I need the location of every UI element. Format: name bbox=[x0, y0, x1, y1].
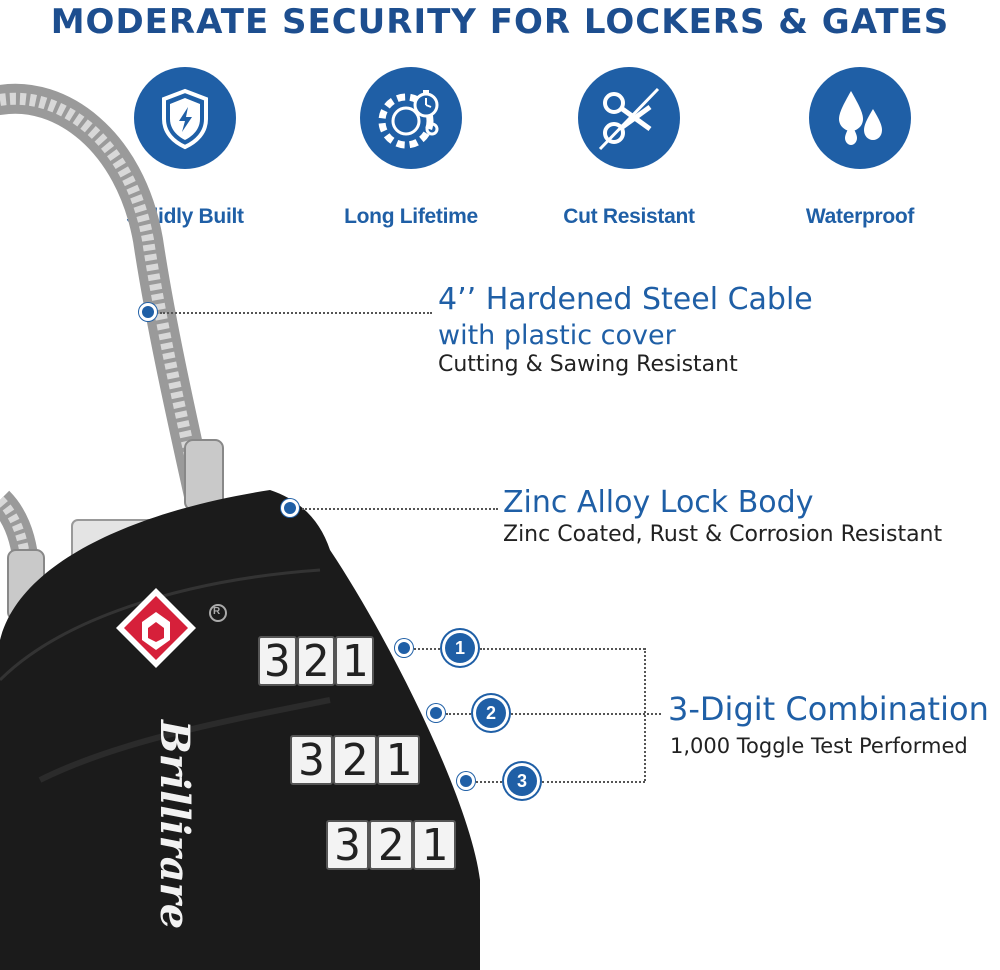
wheel-row-3[interactable]: 3 2 1 bbox=[326, 820, 456, 870]
brand-logo: Brillirare bbox=[151, 720, 198, 930]
wheel-digit: 1 bbox=[412, 820, 456, 870]
wheel-1-pointer bbox=[398, 642, 410, 654]
wheel-3-pointer bbox=[460, 775, 472, 787]
wheel-3-leader bbox=[476, 781, 506, 783]
water-drops-icon bbox=[809, 67, 911, 169]
body-detail: Zinc Coated, Rust & Corrosion Resistant bbox=[503, 522, 943, 547]
body-title: Zinc Alloy Lock Body bbox=[503, 485, 814, 520]
wheel-row-2[interactable]: 3 2 1 bbox=[290, 735, 420, 785]
wheel-row-1[interactable]: 3 2 1 bbox=[258, 636, 375, 686]
wheel-digit: 3 bbox=[290, 735, 334, 785]
tsa-logo bbox=[116, 588, 196, 668]
body-leader-line bbox=[302, 508, 498, 510]
feature-waterproof: Waterproof bbox=[760, 67, 960, 229]
feature-label: Long Lifetime bbox=[344, 205, 478, 228]
wheel-1-marker: 1 bbox=[445, 633, 475, 663]
cable-leader-line bbox=[160, 312, 432, 314]
feature-long-lifetime: Long Lifetime bbox=[311, 67, 511, 229]
shield-lightning-icon bbox=[134, 67, 236, 169]
cable-title: 4’’ Hardened Steel Cable bbox=[438, 282, 813, 317]
wheel-row-1-lower bbox=[260, 682, 404, 734]
wheel-2-pointer bbox=[430, 707, 442, 719]
cable-subtitle: with plastic cover bbox=[438, 320, 676, 351]
feature-cut-resistant: Cut Resistant bbox=[529, 67, 729, 229]
combination-title: 3-Digit Combination bbox=[668, 690, 989, 728]
wheel-digit: 1 bbox=[376, 735, 420, 785]
feature-label: Cut Resistant bbox=[563, 205, 695, 228]
wheel-1-leader bbox=[414, 648, 444, 650]
wheel-2-leader bbox=[446, 713, 474, 715]
registered-mark: R bbox=[213, 606, 221, 617]
feature-solidly-built: Solidly Built bbox=[85, 67, 285, 229]
feature-label: Waterproof bbox=[805, 205, 915, 228]
bracket-middle bbox=[511, 713, 661, 715]
wheel-digit: 2 bbox=[296, 636, 336, 686]
combination-detail: 1,000 Toggle Test Performed bbox=[670, 734, 968, 758]
wheel-2-marker: 2 bbox=[476, 698, 506, 728]
body-pointer bbox=[284, 502, 296, 514]
wheel-digit: 2 bbox=[369, 820, 413, 870]
wheel-digit: 3 bbox=[258, 636, 297, 686]
bracket-top bbox=[480, 648, 645, 650]
page-title: MODERATE SECURITY FOR LOCKERS & GATES bbox=[50, 2, 950, 42]
gear-stopwatch-icon bbox=[360, 67, 462, 169]
scissors-icon bbox=[578, 67, 680, 169]
wheel-digit: 3 bbox=[326, 820, 370, 870]
bracket-vertical bbox=[644, 648, 646, 781]
wheel-digit: 1 bbox=[335, 636, 375, 686]
wheel-3-marker: 3 bbox=[507, 766, 537, 796]
cable-detail: Cutting & Sawing Resistant bbox=[438, 352, 738, 377]
bracket-bottom bbox=[542, 781, 645, 783]
cable-pointer bbox=[142, 306, 154, 318]
wheel-digit: 2 bbox=[333, 735, 377, 785]
